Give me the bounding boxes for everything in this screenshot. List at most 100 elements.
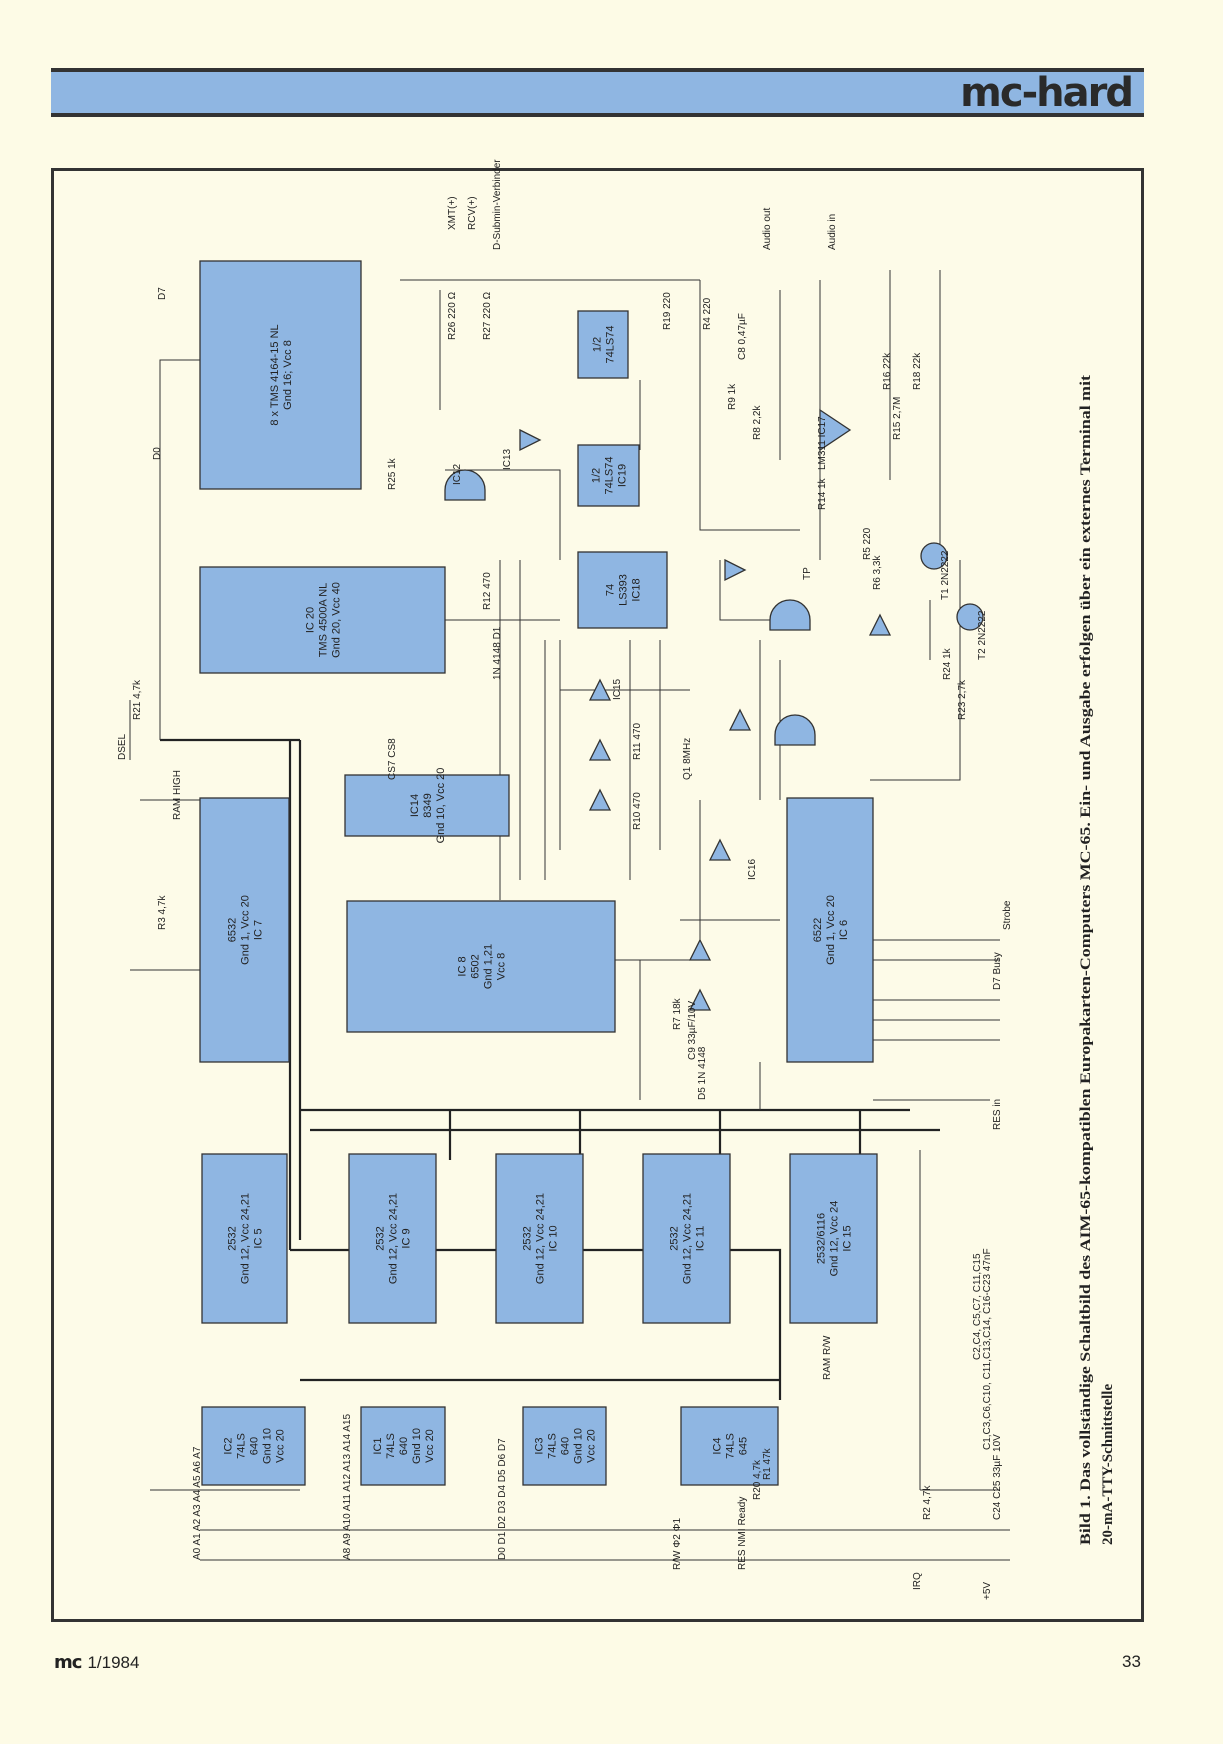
label-dsel: DSEL <box>117 733 128 760</box>
label-r3: R3 4,7k <box>157 895 168 930</box>
figure-caption-line2: 20-mA-TTY-Schnittstelle <box>1100 1384 1116 1545</box>
chip-label: Gnd 1, Vcc 20 <box>825 895 837 965</box>
chip-label: 2532 <box>375 1226 387 1250</box>
chip-label: IC19 <box>617 464 629 487</box>
label-r11: R11 470 <box>632 722 643 760</box>
chip-label: 2532 <box>669 1226 681 1250</box>
inverter-gate-icon <box>688 938 712 961</box>
chip-label: Gnd 12, Vcc 24,21 <box>535 1193 547 1284</box>
section-title: mc-hard <box>960 70 1134 116</box>
chip-label: IC 15 <box>842 1225 854 1251</box>
chip-label: 74LS <box>385 1433 397 1459</box>
chip-label: Vcc 8 <box>496 953 508 981</box>
label-cs: CS7 CS8 <box>387 738 398 780</box>
label-ram_rw: RAM R/W <box>822 1335 833 1380</box>
chip-label: TMS 4500A NL <box>318 583 330 658</box>
label-rcv: RCV(+) <box>467 196 478 230</box>
chip-label: IC3 <box>534 1437 546 1454</box>
chip-label: 645 <box>738 1437 750 1455</box>
chip-label: IC 7 <box>253 920 265 940</box>
label-xmt: XMT(+) <box>447 196 458 230</box>
section-banner: mc-hard <box>51 68 1144 117</box>
inverter-gate-icon <box>708 838 732 861</box>
chip-label: 2532/6116 <box>816 1213 828 1264</box>
chip-body <box>522 1406 607 1486</box>
chip-label: IC 20 <box>305 607 317 633</box>
inverter-gate-icon <box>588 788 612 811</box>
label-dsub: D-Submin-Verbinder <box>492 159 503 250</box>
chip-label: 2532 <box>522 1226 534 1250</box>
chip-label: IC 6 <box>838 920 850 940</box>
nand-gate-icon <box>769 599 811 631</box>
label-r19: R19 220 <box>662 292 673 330</box>
label-r27: R27 220 Ω <box>482 291 493 340</box>
label-ic13: IC13 <box>502 448 513 470</box>
chip-body <box>577 551 668 629</box>
label-ramhigh: RAM HIGH <box>172 770 183 820</box>
inverter-gate-icon <box>724 558 747 582</box>
chip-body <box>201 1153 288 1324</box>
label-resnmi: RES NMI Ready <box>737 1497 748 1570</box>
label-r6: R6 3,3k <box>872 555 883 590</box>
label-irq: IRQ <box>912 1572 923 1590</box>
label-r23: R23 2,7k <box>957 679 968 720</box>
chip-label: Gnd 12, Vcc 24,21 <box>388 1193 400 1284</box>
chip-body <box>348 1153 437 1324</box>
inverter-gate-icon <box>728 708 752 731</box>
chip-body <box>346 900 616 1033</box>
label-d0: D0 <box>152 447 163 460</box>
chip-label: Vcc 20 <box>275 1429 287 1463</box>
label-r12: R12 470 <box>482 572 493 610</box>
inverter-gate-icon <box>519 428 542 452</box>
label-d1: 1N 4148 D1 <box>492 626 503 680</box>
chip-label: 2532 <box>227 1226 239 1250</box>
label-d5: D5 1N 4148 <box>697 1046 708 1100</box>
chip-body <box>642 1153 731 1324</box>
chip-label: IC14 <box>409 794 421 817</box>
chip-label: Gnd 1,21 <box>483 944 495 989</box>
label-r16: R16 22k <box>882 352 893 390</box>
inverter-gate-icon <box>588 678 612 701</box>
chip-label: Gnd 10 <box>262 1428 274 1464</box>
label-r4: R4 220 <box>702 297 713 330</box>
chip-label: 1/2 <box>592 337 604 352</box>
label-c24: C24 C25 33µF 10V <box>992 1434 1003 1520</box>
label-ic12: IC12 <box>452 463 463 485</box>
wiring <box>129 270 1010 1561</box>
chip-body <box>344 774 510 837</box>
label-t2: T2 2N2222 <box>977 610 988 660</box>
label-ic15g: IC15 <box>612 678 623 700</box>
label-r14: R14 1k <box>817 477 828 510</box>
chip-label: 8 x TMS 4164-15 NL <box>269 324 281 425</box>
chip-body <box>577 310 629 379</box>
label-t1: T1 2N2222 <box>940 550 951 600</box>
chip-label: Vcc 20 <box>424 1429 436 1463</box>
chip-label: Gnd 10 <box>411 1428 423 1464</box>
chip-label: IC18 <box>631 578 643 601</box>
chip-label: LS393 <box>618 574 630 606</box>
figure-caption-line1: Bild 1. Das vollständige Schaltbild des … <box>1078 375 1094 1545</box>
chip-label: 74LS74 <box>604 457 616 495</box>
chip-label: IC 11 <box>695 1226 707 1251</box>
chip-body <box>495 1153 584 1324</box>
label-d7: D7 <box>157 287 168 300</box>
label-q1: Q1 8MHz <box>682 738 693 780</box>
chip-label: 74LS <box>547 1433 559 1459</box>
chip-label: IC 8 <box>457 956 469 976</box>
label-r7: R7 18k <box>672 997 683 1030</box>
chip-label: Gnd 10, Vcc 20 <box>435 768 447 844</box>
nand-gate-icon <box>774 714 816 746</box>
